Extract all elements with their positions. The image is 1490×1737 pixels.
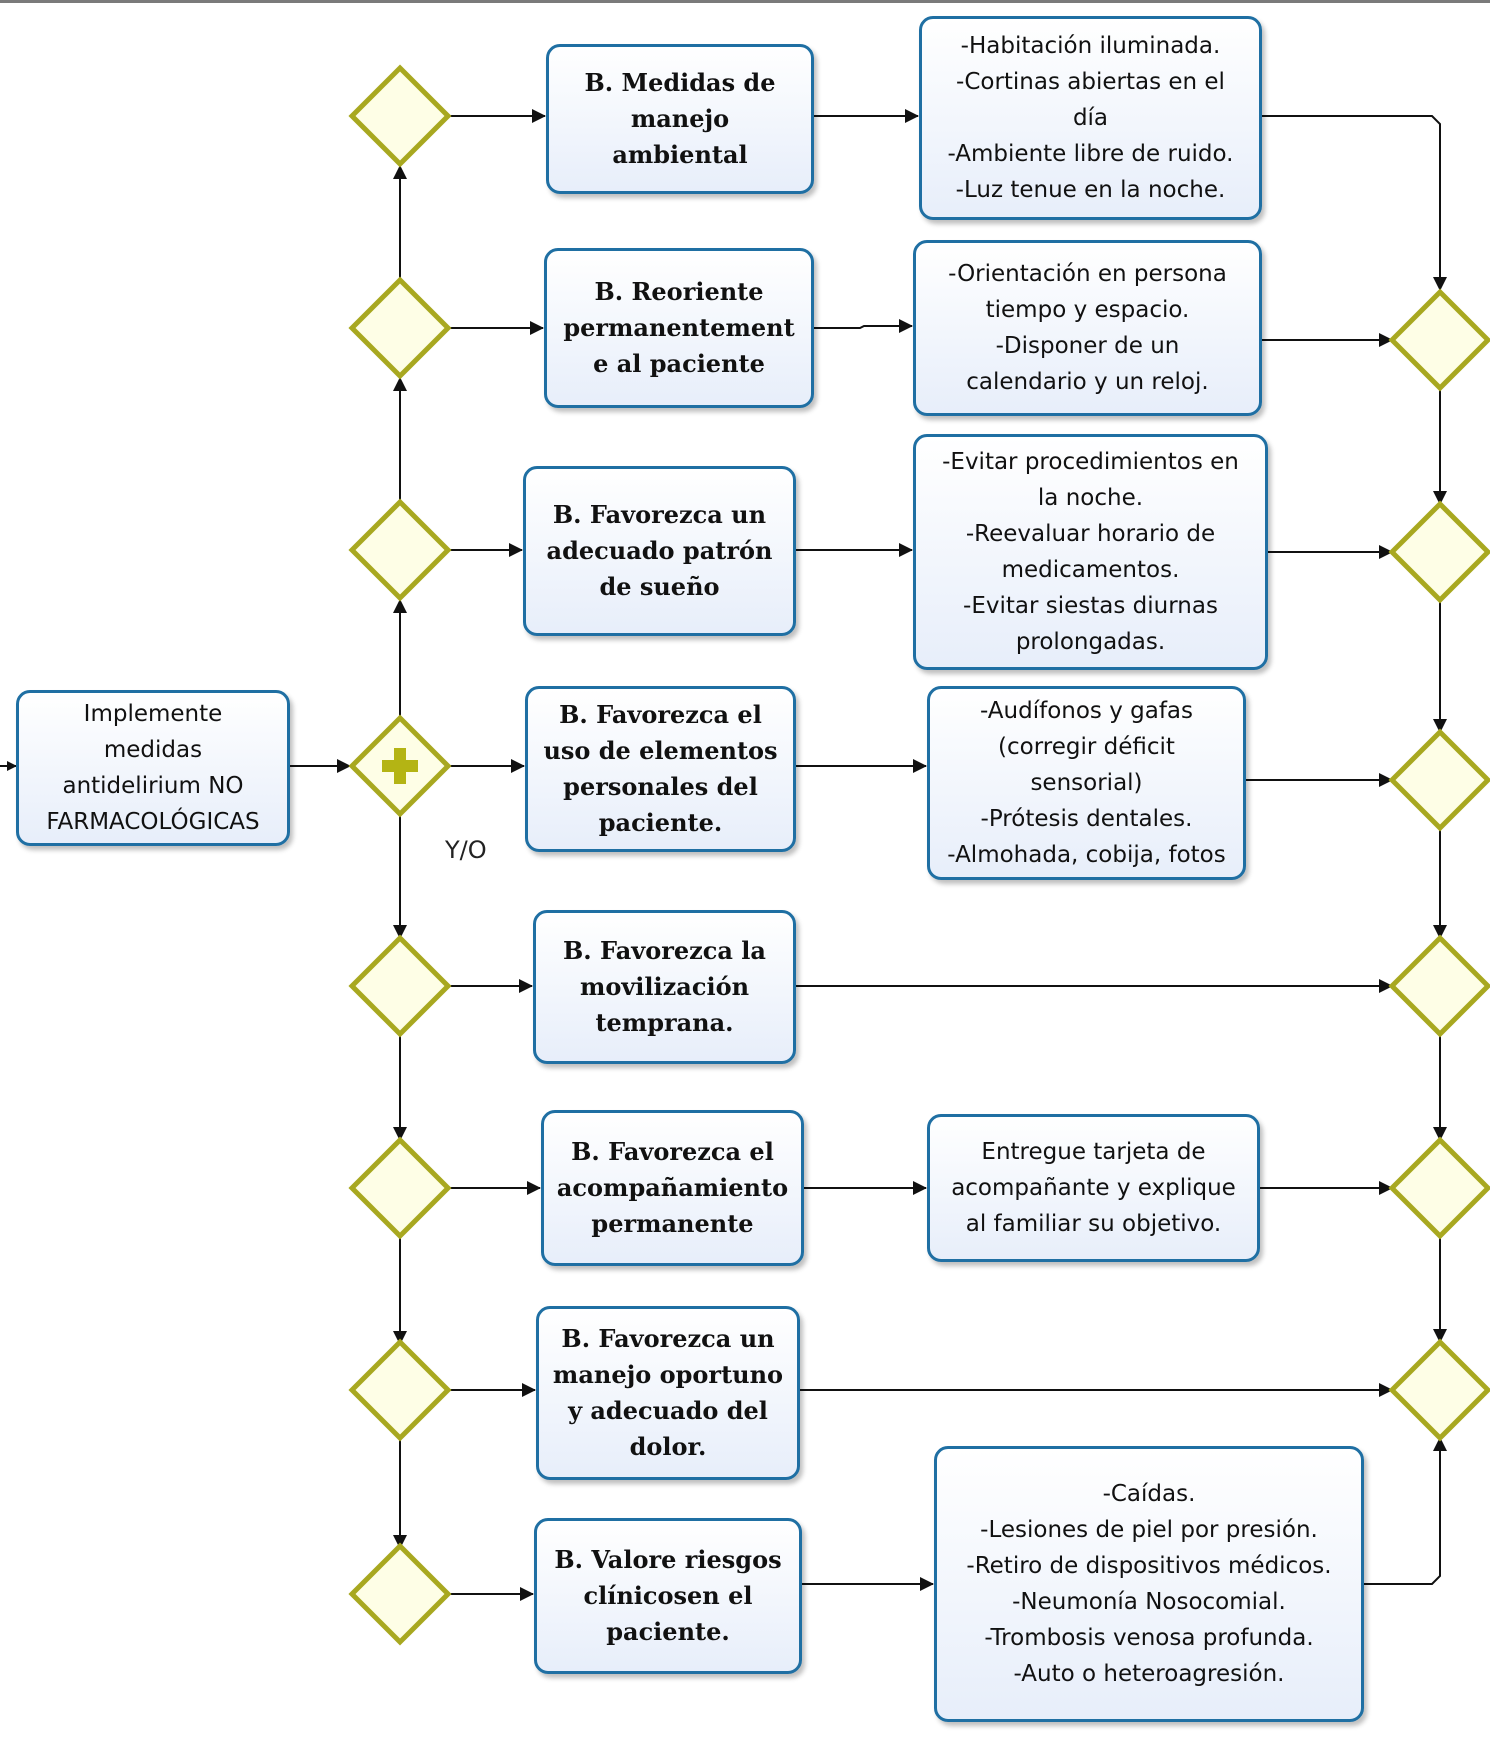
- gateway-right-5: [1388, 1136, 1490, 1240]
- gateway-right-3: [1388, 728, 1490, 832]
- top-border: [0, 0, 1490, 3]
- note-label: -Habitación iluminada. -Cortinas abierta…: [947, 33, 1234, 203]
- edge-task2-note2: [814, 319, 913, 333]
- gateway-left-6: [348, 1136, 452, 1240]
- task-manejo-ambiental: B. Medidas de manejo ambiental: [546, 44, 814, 194]
- note-label: -Caídas. -Lesiones de piel por presión. …: [966, 1481, 1332, 1687]
- task-label: B. Favorezca un adecuado patrón de sueño: [546, 500, 773, 601]
- task-label: B. Favorezca la movilización temprana.: [563, 936, 766, 1037]
- note-label: -Orientación en persona tiempo y espacio…: [948, 261, 1227, 395]
- start-label: Implemente medidas antidelirium NO FARMA…: [46, 701, 260, 835]
- edge-note6-right: [1364, 1437, 1447, 1585]
- note-label: Entregue tarjeta de acompañante y expliq…: [951, 1139, 1236, 1237]
- gateway-right-4: [1388, 934, 1490, 1038]
- task-reoriente-paciente: B. Reoriente permanentement e al pacient…: [544, 248, 814, 408]
- note-label: -Audífonos y gafas (corregir déficit sen…: [947, 698, 1226, 868]
- task-patron-sueno: B. Favorezca un adecuado patrón de sueño: [523, 466, 796, 636]
- note-sueno: -Evitar procedimientos en la noche. -Ree…: [913, 434, 1268, 670]
- gateway-right-6: [1388, 1338, 1490, 1442]
- task-elementos-personales: B. Favorezca el uso de elementos persona…: [525, 686, 796, 852]
- task-riesgos-clinicos: B. Valore riesgos clínicosen el paciente…: [534, 1518, 802, 1674]
- task-label: B. Favorezca el acompañamiento permanent…: [556, 1137, 789, 1238]
- gateway-right-2: [1388, 500, 1490, 604]
- note-riesgos: -Caídas. -Lesiones de piel por presión. …: [934, 1446, 1364, 1722]
- gateway-left-2: [348, 276, 452, 380]
- note-elementos-personales: -Audífonos y gafas (corregir déficit sen…: [927, 686, 1246, 880]
- task-label: B. Reoriente permanentement e al pacient…: [563, 277, 795, 378]
- gateway-left-5: [348, 934, 452, 1038]
- note-ambiental: -Habitación iluminada. -Cortinas abierta…: [919, 16, 1262, 220]
- note-reorientacion: -Orientación en persona tiempo y espacio…: [913, 240, 1262, 416]
- start-box: Implemente medidas antidelirium NO FARMA…: [16, 690, 290, 846]
- task-acompanamiento: B. Favorezca el acompañamiento permanent…: [541, 1110, 804, 1266]
- task-label: B. Medidas de manejo ambiental: [584, 68, 776, 169]
- task-manejo-dolor: B. Favorezca un manejo oportuno y adecua…: [536, 1306, 800, 1480]
- gateway-label: Y/O: [445, 836, 487, 864]
- task-label: B. Favorezca un manejo oportuno y adecua…: [552, 1324, 784, 1461]
- edge-note1-right: [1262, 115, 1447, 291]
- task-label: B. Valore riesgos clínicosen el paciente…: [554, 1545, 782, 1646]
- note-acompanamiento: Entregue tarjeta de acompañante y expliq…: [927, 1114, 1260, 1262]
- task-movilizacion: B. Favorezca la movilización temprana.: [533, 910, 796, 1064]
- task-label: B. Favorezca el uso de elementos persona…: [543, 700, 778, 837]
- gateway-left-1: [348, 64, 452, 168]
- gateway-left-3: [348, 498, 452, 602]
- plus-icon: [382, 748, 418, 784]
- gateway-left-7: [348, 1338, 452, 1442]
- note-label: -Evitar procedimientos en la noche. -Ree…: [942, 449, 1239, 655]
- gateway-left-8: [348, 1542, 452, 1646]
- gateway-right-1: [1388, 288, 1490, 392]
